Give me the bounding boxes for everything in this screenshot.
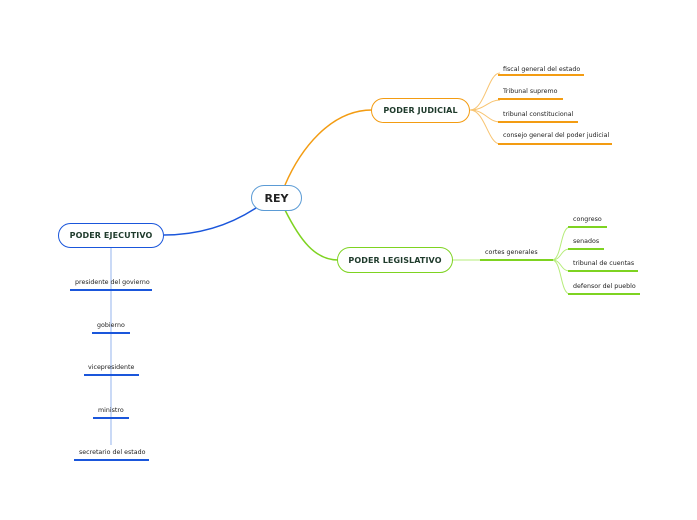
leaf-fiscal-general[interactable]: fiscal general del estado: [503, 66, 581, 73]
node-label: PODER EJECUTIVO: [69, 231, 153, 240]
leaf-underline: [498, 98, 563, 100]
central-node-label: REY: [264, 191, 289, 205]
leaf-underline: [70, 289, 152, 291]
leaf-underline: [568, 226, 607, 228]
leaf-vicepresidente[interactable]: vicepresidente: [88, 364, 135, 371]
leaf-gobierno[interactable]: gobierno: [97, 322, 125, 329]
leaf-underline: [498, 74, 584, 76]
node-poder-judicial[interactable]: PODER JUDICIAL: [371, 98, 470, 123]
node-poder-ejecutivo[interactable]: PODER EJECUTIVO: [58, 223, 164, 248]
leaf-defensor-del-pueblo[interactable]: defensor del pueblo: [573, 283, 636, 290]
leaf-underline: [480, 259, 553, 261]
leaf-underline: [498, 143, 612, 145]
leaf-tribunal-supremo[interactable]: Tribunal supremo: [503, 88, 558, 95]
leaf-underline: [498, 121, 578, 123]
leaf-underline: [92, 332, 130, 334]
leaf-underline: [568, 248, 604, 250]
leaf-consejo-general[interactable]: consejo general del poder judicial: [503, 132, 610, 139]
leaf-underline: [93, 417, 129, 419]
central-node-rey[interactable]: REY: [251, 185, 302, 211]
leaf-presidente[interactable]: presidente del govierno: [75, 279, 150, 286]
leaf-underline: [568, 293, 640, 295]
leaf-tribunal-constitucional[interactable]: tribunal constitucional: [503, 111, 574, 118]
leaf-secretario[interactable]: secretario del estado: [79, 449, 146, 456]
leaf-cortes-generales[interactable]: cortes generales: [485, 249, 538, 256]
leaf-underline: [568, 270, 638, 272]
leaf-ministro[interactable]: ministro: [98, 407, 124, 414]
node-label: PODER JUDICIAL: [383, 106, 458, 115]
leaf-underline: [84, 374, 139, 376]
node-poder-legislativo[interactable]: PODER LEGISLATIVO: [337, 247, 453, 273]
leaf-underline: [74, 459, 149, 461]
node-label: PODER LEGISLATIVO: [348, 255, 442, 265]
leaf-congreso[interactable]: congreso: [573, 216, 602, 223]
leaf-tribunal-de-cuentas[interactable]: tribunal de cuentas: [573, 260, 635, 267]
leaf-senados[interactable]: senados: [573, 238, 600, 245]
